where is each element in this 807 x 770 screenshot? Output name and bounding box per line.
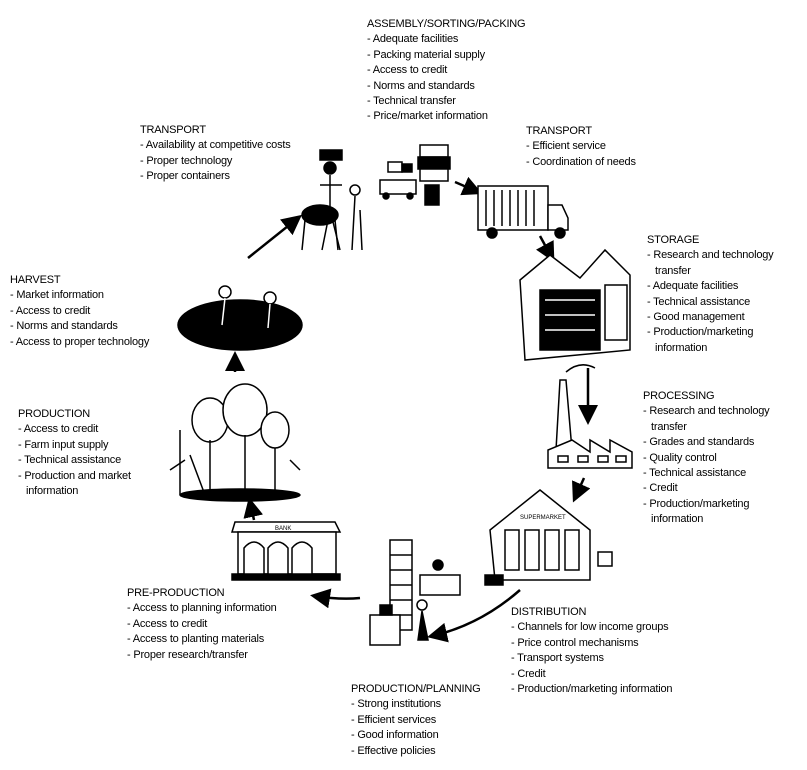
requirement: Good information [351, 728, 480, 743]
requirement: Proper research/transfer [127, 648, 277, 663]
requirement: Proper technology [140, 154, 291, 169]
harvest-field-illustration [177, 285, 303, 351]
requirement: Price/market information [367, 109, 525, 124]
stage-heading: PROCESSING [643, 390, 715, 402]
arrow-bank-to-production [243, 497, 264, 521]
requirement: Credit [511, 667, 672, 682]
stage-processing: PROCESSING Research and technology trans… [643, 389, 795, 528]
requirement: Efficient services [351, 713, 480, 728]
stage-transport-right: TRANSPORT Efficient serviceCoordination … [526, 124, 636, 170]
truck-illustration [477, 185, 569, 239]
stage-distribution: DISTRIBUTION Channels for low income gro… [511, 605, 673, 697]
bank-illustration: BANK [230, 521, 342, 581]
requirement: Access to proper technology [10, 335, 150, 350]
requirement: Effective policies [351, 744, 480, 759]
storage-warehouse-illustration [519, 248, 631, 361]
requirement: Access to credit [18, 422, 168, 437]
arrow-planning-to-preproduction [310, 588, 361, 609]
requirement: Technical assistance [647, 295, 797, 310]
requirement: Technical assistance [643, 466, 795, 481]
requirement: Access to credit [10, 304, 149, 319]
requirement: Channels for low income groups [511, 620, 672, 635]
requirement: Research and technology transfer [643, 404, 795, 435]
supermarket-sign: SUPERMARKET [520, 515, 566, 521]
requirement: Efficient service [526, 139, 636, 154]
production-trees-illustration [169, 383, 301, 502]
planning-office-illustration [369, 539, 461, 646]
requirement: Strong institutions [351, 697, 480, 712]
arrow-assembly-to-transport [454, 176, 483, 196]
requirement: Transport systems [511, 651, 672, 666]
processing-factory-illustration [547, 364, 633, 469]
requirement: Production/marketing information [643, 497, 795, 528]
requirement: Technical transfer [367, 94, 525, 109]
requirement: Norms and standards [10, 319, 149, 334]
stage-production-planning: PRODUCTION/PLANNING Strong institutionsE… [351, 682, 481, 759]
requirement: Access to planning information [127, 601, 277, 616]
requirement: Research and technology transfer [647, 248, 797, 279]
requirement: Production/marketing information [647, 325, 797, 356]
stage-heading: PRE-PRODUCTION [127, 587, 225, 599]
assembly-packing-illustration [379, 144, 451, 206]
stage-heading: TRANSPORT [140, 124, 206, 136]
arrow-harvest-to-transport [247, 214, 302, 259]
supermarket-illustration: SUPERMARKET [484, 489, 613, 586]
arrow-processing-to-distribution [572, 477, 591, 503]
stage-heading: HARVEST [10, 274, 61, 286]
stage-heading: ASSEMBLY/SORTING/PACKING [367, 18, 526, 30]
stage-heading: STORAGE [647, 234, 700, 246]
transport-people-illustration [301, 149, 363, 251]
cycle-arrows [225, 176, 598, 643]
stage-heading: TRANSPORT [526, 125, 592, 137]
stage-transport-left: TRANSPORT Availability at competitive co… [140, 123, 291, 185]
bank-sign: BANK [275, 526, 291, 532]
arrow-distribution-to-planning [427, 589, 521, 643]
requirement: Access to credit [127, 617, 277, 632]
stage-storage: STORAGE Research and technology transfer… [647, 233, 797, 356]
requirement: Adequate facilities [367, 32, 525, 47]
requirement: Proper containers [140, 169, 291, 184]
requirement: Production and market information [18, 469, 168, 500]
requirement: Farm input supply [18, 438, 168, 453]
requirement: Access to credit [367, 63, 525, 78]
requirement: Packing material supply [367, 48, 525, 63]
stage-harvest: HARVEST Market informationAccess to cred… [10, 273, 149, 350]
requirement: Quality control [643, 451, 795, 466]
requirement: Good management [647, 310, 797, 325]
requirement: Credit [643, 481, 795, 496]
requirement: Coordination of needs [526, 155, 636, 170]
requirement: Production/marketing information [511, 682, 672, 697]
requirement: Price control mechanisms [511, 636, 672, 651]
requirement: Adequate facilities [647, 279, 797, 294]
stage-assembly: ASSEMBLY/SORTING/PACKING Adequate facili… [367, 17, 526, 125]
stage-heading: PRODUCTION [18, 408, 90, 420]
stage-heading: PRODUCTION/PLANNING [351, 683, 481, 695]
requirement: Grades and standards [643, 435, 795, 450]
requirement: Market information [10, 288, 149, 303]
stage-pre-production: PRE-PRODUCTION Access to planning inform… [127, 586, 277, 663]
requirement: Availability at competitive costs [140, 138, 291, 153]
requirement: Norms and standards [367, 79, 525, 94]
requirement: Access to planting materials [127, 632, 277, 647]
requirement: Technical assistance [18, 453, 168, 468]
stage-heading: DISTRIBUTION [511, 606, 587, 618]
stage-production: PRODUCTION Access to creditFarm input su… [18, 407, 168, 499]
